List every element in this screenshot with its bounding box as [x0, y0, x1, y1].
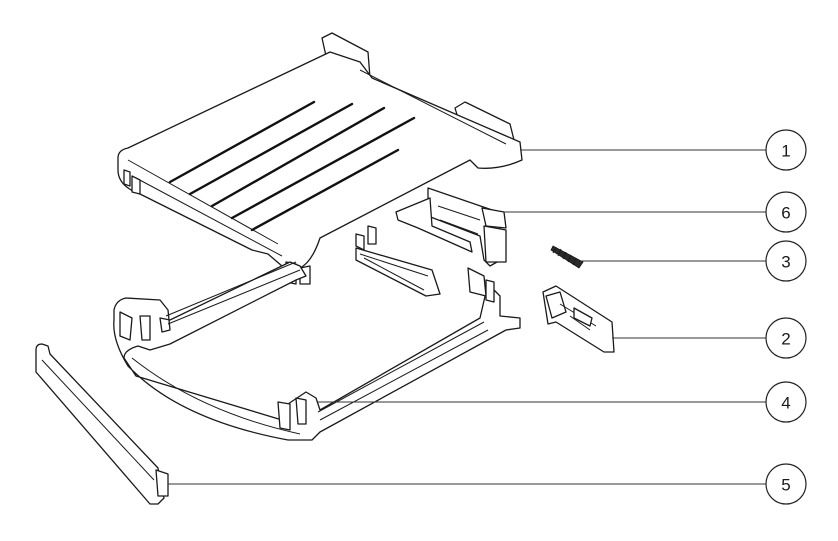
callout-number-6: 6 [781, 204, 790, 223]
callout-balloon-3: 3 [765, 240, 807, 282]
callout-number-1: 1 [781, 142, 790, 161]
callout-balloon-4: 4 [765, 381, 807, 423]
callout-number-2: 2 [781, 330, 790, 349]
part-6-latch-bracket [395, 187, 507, 267]
callout-number-3: 3 [781, 253, 790, 272]
callout-balloon-6: 6 [765, 191, 807, 233]
callout-balloon-1: 1 [765, 129, 807, 171]
callout-number-4: 4 [781, 394, 790, 413]
callout-number-5: 5 [781, 476, 790, 495]
part-4-base-frame [113, 247, 521, 441]
part-5-front-panel [35, 343, 169, 505]
part-2-latch [542, 285, 615, 353]
part-3-spring [550, 245, 584, 269]
callout-balloon-2: 2 [765, 317, 807, 359]
callout-balloon-5: 5 [765, 463, 807, 505]
